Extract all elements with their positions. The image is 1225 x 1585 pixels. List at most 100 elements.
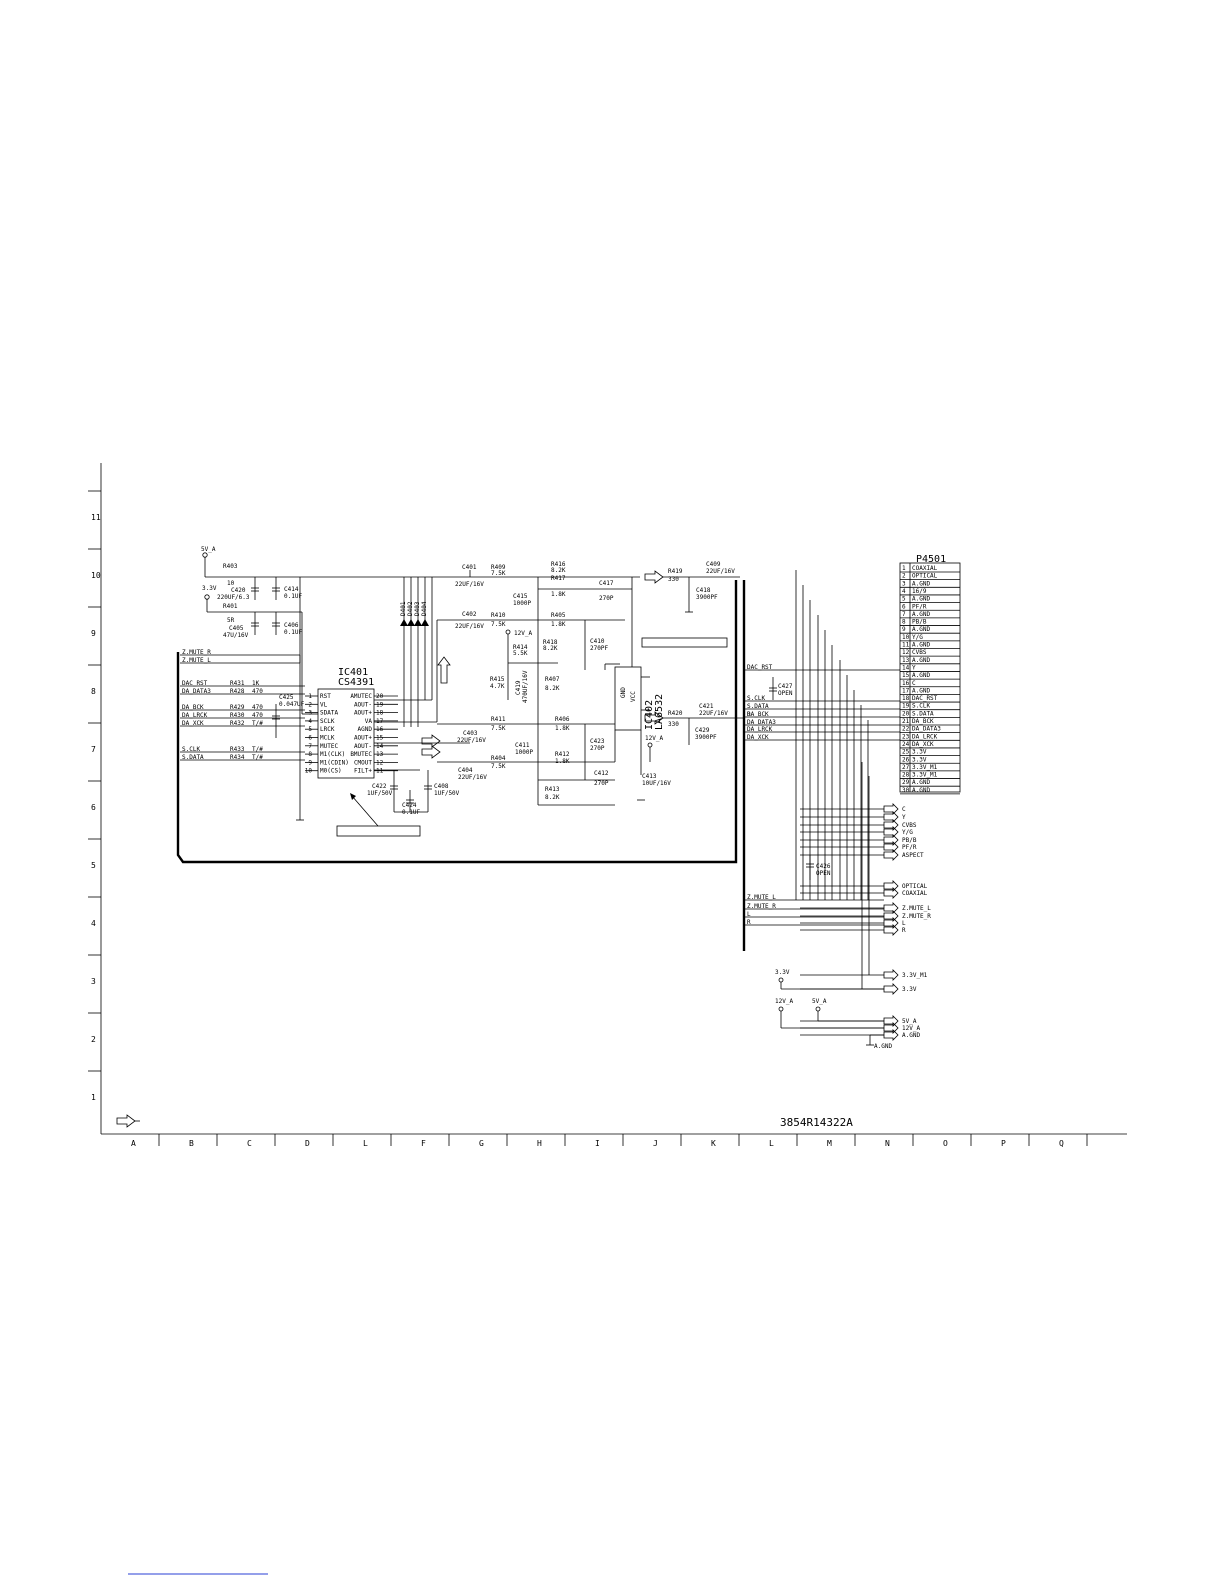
C414-value: 0.1UF (284, 593, 302, 600)
connector-feeds (795, 570, 870, 989)
ic401-pin-name: RST (320, 693, 331, 700)
svg-text:3900PF: 3900PF (695, 734, 717, 741)
series-resistor-value: T/# (252, 746, 263, 753)
output-label: Y (902, 814, 906, 821)
p4501-pin-name: PF/R (912, 603, 927, 610)
row-label: 9 (91, 629, 96, 638)
p4501-ref: P4501 (916, 554, 946, 565)
p4501-pin-name: DAC_RST (912, 695, 938, 702)
p4501-pin-num: 23 (902, 733, 910, 740)
svg-text:C410: C410 (590, 638, 605, 645)
output-arrow (883, 811, 899, 823)
svg-text:GND: GND (620, 687, 627, 698)
row-label: 7 (91, 745, 96, 754)
svg-text:D404: D404 (421, 601, 428, 616)
column-label: J (653, 1139, 658, 1148)
ic401-pin-name: AGND (358, 726, 373, 733)
frame (88, 463, 1127, 1146)
ic401-pin-num: 5 (308, 726, 312, 733)
ic401-pin-num: 8 (308, 751, 312, 758)
output-label: Z.MUTE_L (902, 905, 931, 912)
output-label: CVBS (902, 822, 917, 829)
series-resistor-label: R432 (230, 720, 245, 727)
svg-text:R419: R419 (668, 568, 683, 575)
ic401-pin-num: 4 (308, 718, 312, 725)
svg-text:5.5K: 5.5K (513, 650, 528, 657)
output-label: 5V_A (902, 1018, 917, 1025)
C405-label: C405 (229, 625, 244, 632)
column-label: N (885, 1139, 890, 1148)
ic401-pin-name: FILT+ (354, 768, 372, 775)
svg-text:22UF/16V: 22UF/16V (455, 581, 484, 588)
input-signal-label: S.DATA (182, 754, 204, 761)
input-signal-label: S.CLK (182, 746, 200, 753)
svg-text:D401: D401 (400, 601, 407, 616)
svg-text:A.GND: A.GND (874, 1043, 892, 1050)
series-resistor-label: R428 (230, 688, 245, 695)
p4501-pin-name: S.DATA (912, 710, 934, 717)
output-label: OPTICAL (902, 883, 928, 890)
p4501-pin-name: A.GND (912, 657, 930, 664)
column-label: B (189, 1139, 194, 1148)
svg-text:4.7K: 4.7K (490, 683, 505, 690)
p4501-pin-num: 27 (902, 764, 910, 771)
p4501-pin-num: 4 (902, 588, 906, 595)
column-label: D (305, 1139, 310, 1148)
power-rails: 5V_A R403 10 3.3V R401 5R (201, 546, 640, 821)
ic401-pin-num: 15 (376, 735, 384, 742)
svg-text:R409: R409 (491, 564, 506, 571)
column-label: F (421, 1139, 426, 1148)
p4501-pin-num: 21 (902, 718, 910, 725)
ic401-pin-num: 19 (376, 701, 384, 708)
power-33-source: 3.3V (775, 969, 884, 990)
svg-text:C417: C417 (599, 580, 614, 587)
upper-channel: C401 22UF/16V R409 7.5K R416 8.2K R417 1… (374, 561, 633, 805)
svg-text:270PF: 270PF (590, 645, 608, 652)
output-arrow (883, 902, 899, 914)
column-label: G (479, 1139, 484, 1148)
p4501-pin-num: 12 (902, 649, 910, 656)
p4501-pin-num: 7 (902, 611, 906, 618)
C420-value: 220UF/6.3 (217, 594, 250, 601)
output-label: 12V_A (902, 1025, 920, 1032)
C408-label: C408 (434, 783, 449, 790)
R401-label: R401 (223, 603, 238, 610)
row-label: 3 (91, 977, 96, 986)
drawing-number: 3854R14322A (780, 1116, 853, 1129)
p4501-pin-num: 3 (902, 580, 906, 587)
svg-text:1.8K: 1.8K (555, 758, 570, 765)
bus-signal-label: Z.MUTE_R (747, 903, 776, 910)
p4501-pin-name: 3.3V (912, 749, 927, 756)
svg-text:R410: R410 (491, 612, 506, 619)
input-signal-label: DA_LRCK (182, 712, 208, 719)
output-label: L (902, 920, 906, 927)
ic402-part: LA6532 (654, 694, 665, 730)
C424-label: C424 (402, 802, 417, 809)
bus-signal-label: DA_LRCK (747, 726, 773, 733)
p4501-pin-num: 24 (902, 741, 910, 748)
ic401-pin-name: M1(CDIN) (320, 759, 349, 766)
p4501-pin-num: 19 (902, 703, 910, 710)
svg-text:C418: C418 (696, 587, 711, 594)
ic401-pin-num: 3 (308, 710, 312, 717)
row-label: 6 (91, 803, 96, 812)
input-signal-label: DA_DATA3 (182, 688, 211, 695)
bus-signal-label: S.CLK (747, 695, 765, 702)
output-arrow (883, 826, 899, 838)
ic401-pin-num: 11 (376, 768, 384, 775)
svg-text:470UF/16V: 470UF/16V (522, 670, 529, 703)
svg-text:270P: 270P (599, 595, 614, 602)
p4501-pin-num: 30 (902, 787, 910, 794)
p4501-pin-name: COAXIAL (912, 565, 938, 572)
row-label: 5 (91, 861, 96, 870)
output-label: Y/G (902, 829, 913, 836)
svg-text:R405: R405 (551, 612, 566, 619)
svg-text:22UF/16V: 22UF/16V (457, 737, 486, 744)
svg-text:C421: C421 (699, 703, 714, 710)
note-box-2 (641, 637, 728, 648)
